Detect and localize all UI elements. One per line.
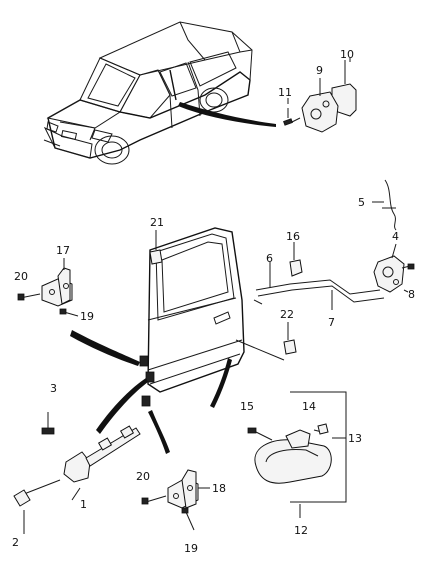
callout-17: 17 xyxy=(56,244,70,257)
front-door xyxy=(70,227,285,454)
callout-6: 6 xyxy=(266,252,273,265)
car-illustration xyxy=(43,21,276,165)
door-check-link xyxy=(13,412,141,507)
callout-19-upper: 19 xyxy=(80,310,94,323)
callout-22: 22 xyxy=(280,308,294,321)
callout-15: 15 xyxy=(240,400,254,413)
rear-lock-assembly xyxy=(283,60,357,133)
callout-10: 10 xyxy=(340,48,354,61)
callout-3: 3 xyxy=(50,382,57,395)
callout-19-lower: 19 xyxy=(184,542,198,555)
callout-2: 2 xyxy=(12,536,19,549)
callout-7: 7 xyxy=(328,316,335,329)
callout-18: 18 xyxy=(212,482,226,495)
callout-5: 5 xyxy=(358,196,365,209)
upper-hinge xyxy=(17,258,79,317)
callout-labels: 1 2 3 4 5 6 7 8 9 10 11 12 13 14 15 16 1… xyxy=(12,48,415,555)
callout-14: 14 xyxy=(302,400,316,413)
lower-hinge xyxy=(141,469,199,531)
callout-1: 1 xyxy=(80,498,87,511)
callout-4: 4 xyxy=(392,230,399,243)
callout-8: 8 xyxy=(408,288,415,301)
leader-lines xyxy=(23,58,396,534)
callout-21: 21 xyxy=(150,216,164,229)
callout-20-upper: 20 xyxy=(14,270,28,283)
callout-12: 12 xyxy=(294,524,308,537)
outside-handle-assembly xyxy=(247,391,347,503)
callout-16: 16 xyxy=(286,230,300,243)
callout-20-lower: 20 xyxy=(136,470,150,483)
callout-11: 11 xyxy=(278,86,292,99)
callout-13: 13 xyxy=(348,432,362,445)
door-latch-assembly xyxy=(253,179,415,355)
callout-9: 9 xyxy=(316,64,323,77)
